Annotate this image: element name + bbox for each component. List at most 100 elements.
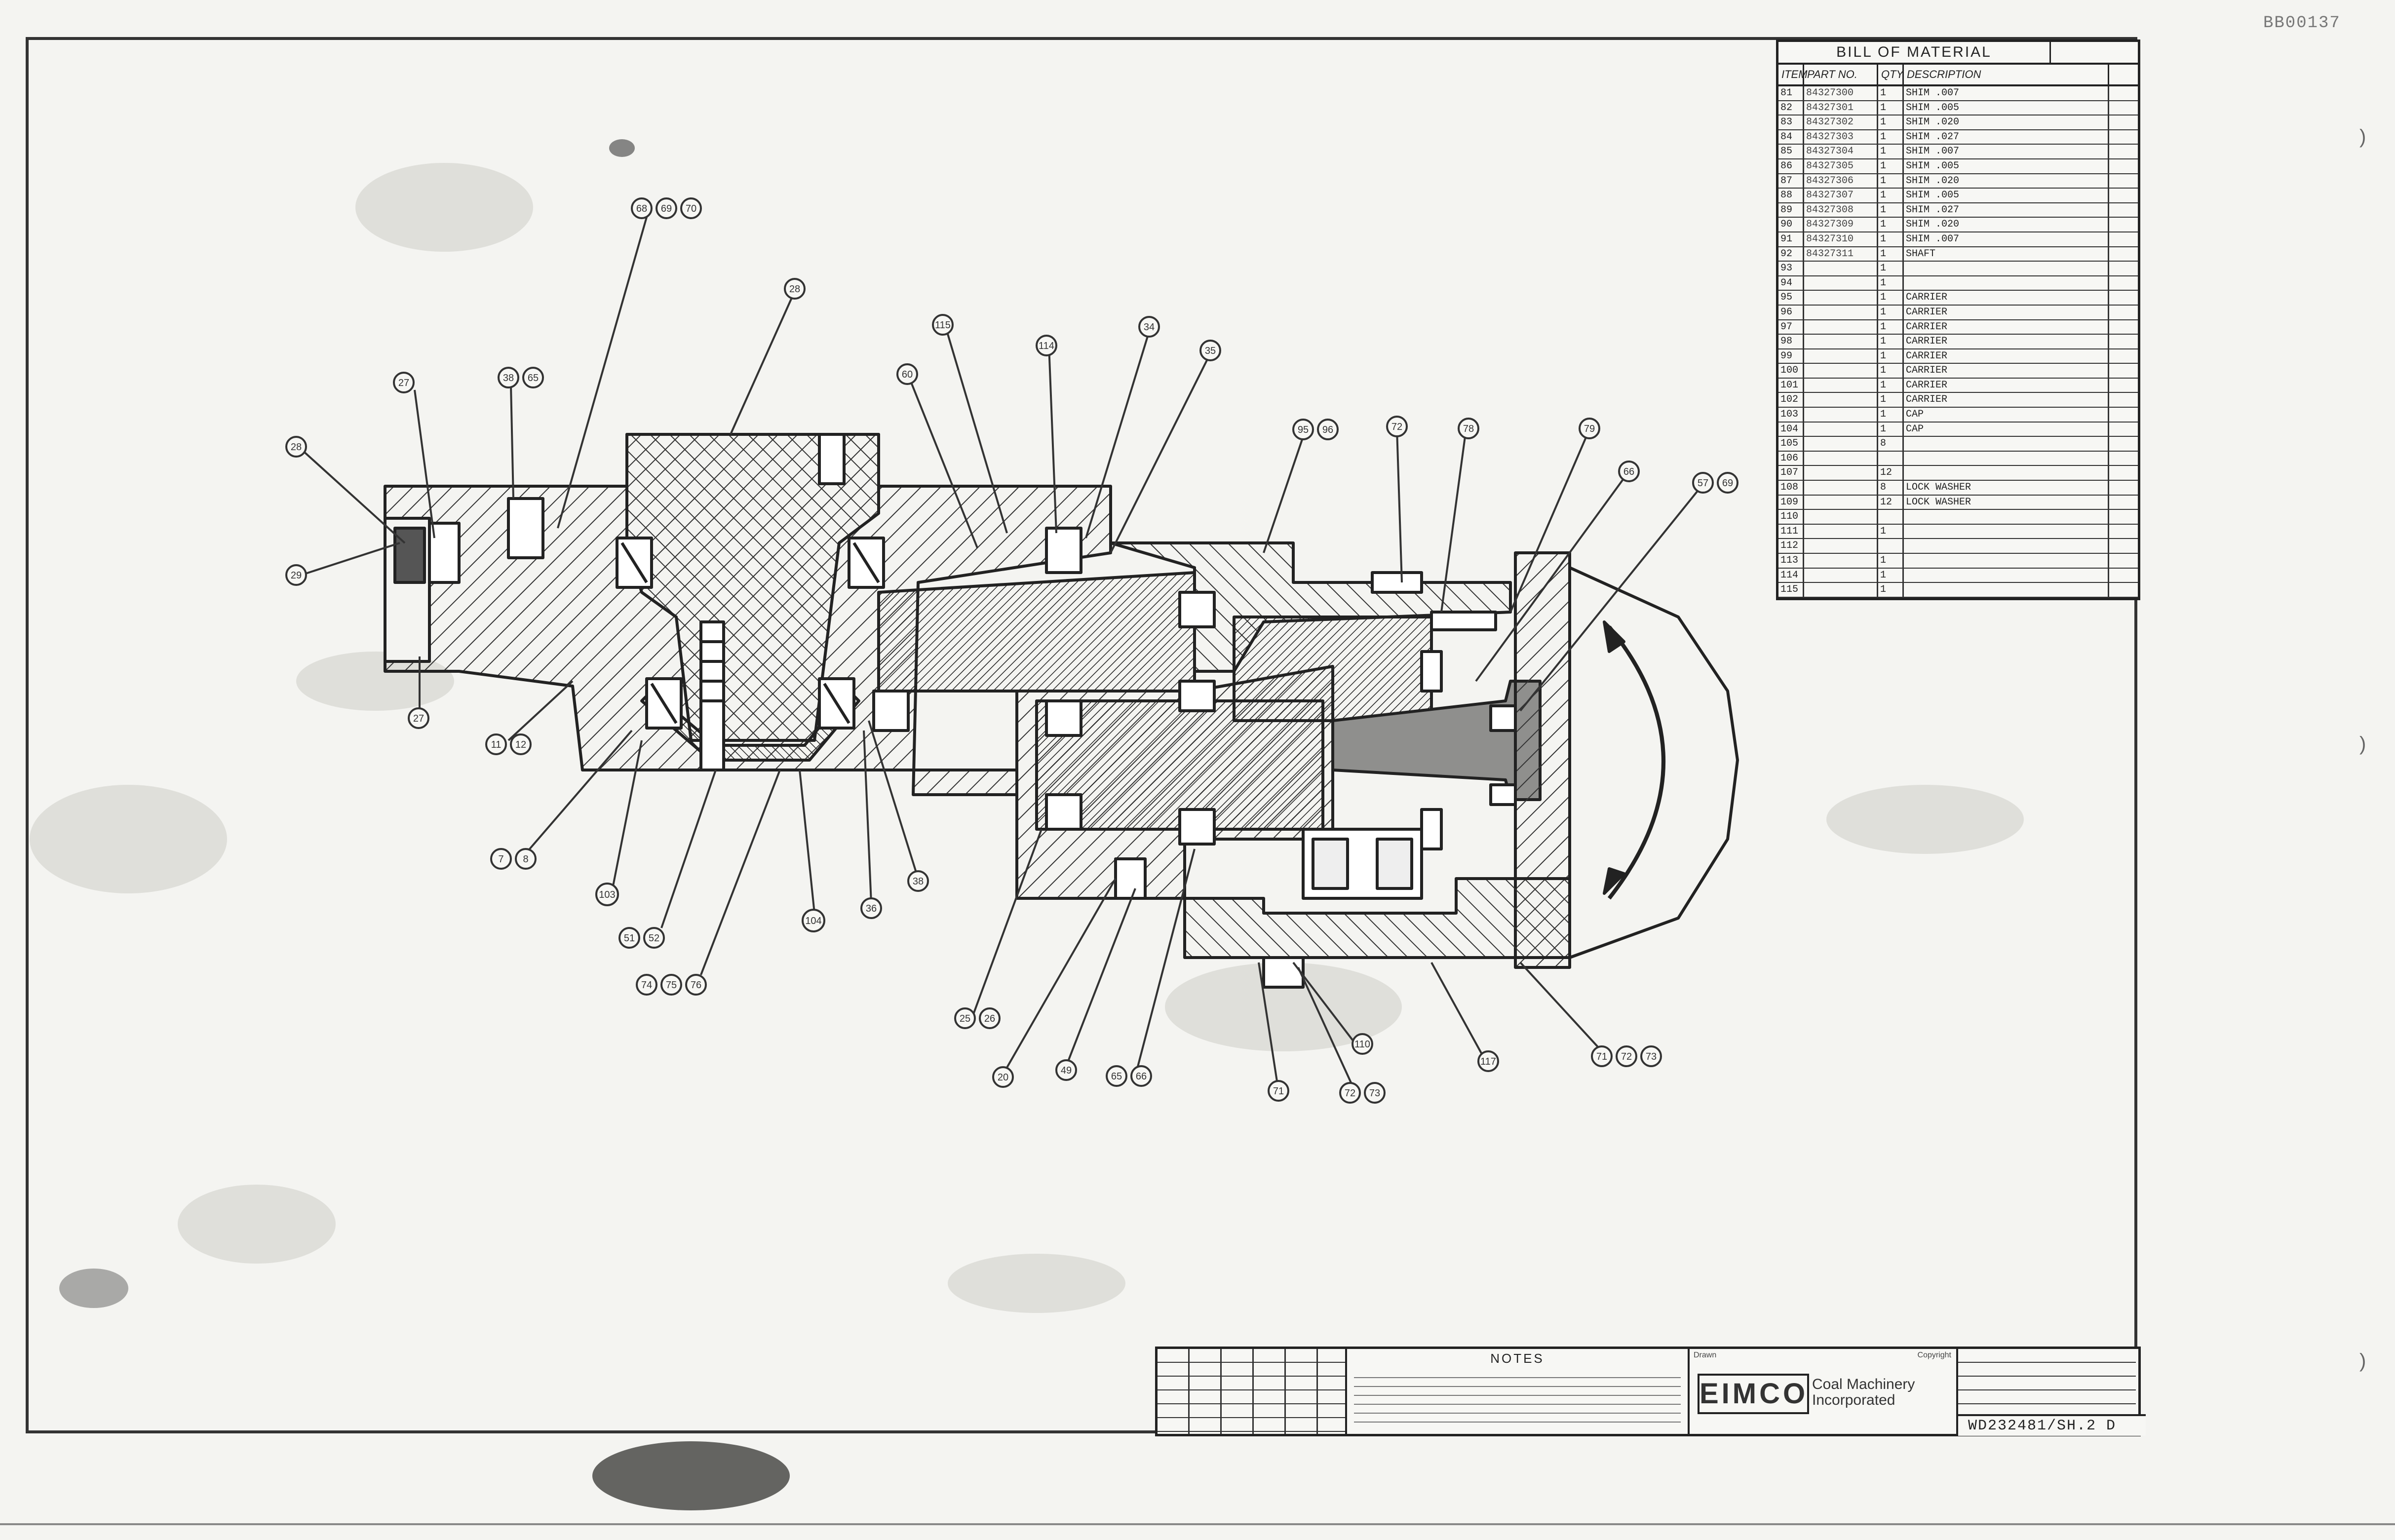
bom-title: BILL OF MATERIAL [1836, 44, 1992, 60]
bom-cell-item: 81 [1778, 86, 1804, 100]
bom-cell-item: 103 [1778, 408, 1804, 422]
callout-balloon: 34 [1138, 316, 1160, 338]
svg-text:65: 65 [1111, 1071, 1122, 1082]
gear-core [1035, 699, 1324, 831]
bom-cell-mark [2109, 101, 2138, 115]
bom-cell-item: 92 [1778, 247, 1804, 261]
callout-balloon: 115 [932, 314, 954, 336]
bom-cell-qty: 1 [1878, 349, 1904, 363]
bearing-5 [1045, 527, 1082, 574]
callout-balloon: 20 [992, 1066, 1014, 1088]
bom-cell-qty: 1 [1878, 218, 1904, 231]
bom-cell-mark [2109, 379, 2138, 392]
bom-cell-item: 115 [1778, 583, 1804, 597]
svg-text:79: 79 [1584, 424, 1595, 434]
bom-cell-qty: 1 [1878, 174, 1904, 188]
svg-text:66: 66 [1136, 1071, 1147, 1082]
bom-cell-mark [2109, 203, 2138, 217]
svg-text:72: 72 [1345, 1088, 1355, 1099]
bom-cell-item: 86 [1778, 159, 1804, 173]
bom-cell-description: SHIM .007 [1904, 232, 2109, 246]
bom-cell-description: CARRIER [1904, 349, 2109, 363]
dark-smudge [609, 139, 635, 157]
bom-cell-part [1804, 539, 1878, 553]
svg-text:11: 11 [491, 739, 502, 750]
bom-cell-mark [2109, 437, 2138, 451]
svg-text:76: 76 [691, 980, 701, 991]
bom-cell-item: 87 [1778, 174, 1804, 188]
margin-mark: ) [2359, 126, 2366, 148]
bom-cell-qty: 1 [1878, 116, 1904, 129]
bom-cell-mark [2109, 276, 2138, 290]
table-row: 112 [1778, 539, 2138, 554]
callout-balloon: 38 [907, 870, 929, 892]
bearing-8 [1045, 793, 1082, 831]
svg-text:25: 25 [960, 1013, 970, 1024]
svg-text:38: 38 [913, 876, 924, 887]
callout-balloon: 27 [393, 372, 415, 393]
bom-cell-item: 98 [1778, 335, 1804, 348]
margin-mark: ) [2359, 733, 2366, 755]
bom-cell-description [1904, 466, 2109, 480]
spring-mid [1114, 857, 1147, 900]
bolt-right-top [1371, 571, 1423, 594]
bom-cell-description: SHIM .027 [1904, 203, 2109, 217]
svg-text:8: 8 [523, 854, 528, 865]
bom-cell-part [1804, 481, 1878, 495]
drawing-number: WD232481/SH.2 D [1958, 1414, 2146, 1436]
bom-cell-description: CAP [1904, 408, 2109, 422]
bom-cell-description [1904, 568, 2109, 582]
bom-cell-item: 104 [1778, 422, 1804, 436]
bom-cell-part [1804, 276, 1878, 290]
main-shaft [877, 571, 1196, 693]
svg-text:12: 12 [515, 739, 526, 750]
svg-text:72: 72 [1391, 422, 1402, 432]
center-bolt [699, 620, 725, 771]
bom-cell-part [1804, 378, 1878, 392]
bom-cell-part: 84327302 [1804, 116, 1878, 129]
callout-balloon: 79 [1579, 418, 1600, 439]
bom-cell-item: 99 [1778, 349, 1804, 363]
callout-balloon: 49 [1055, 1059, 1077, 1081]
bom-cell-item: 88 [1778, 189, 1804, 202]
callout-balloon: 27 [408, 707, 429, 729]
bom-cell-part [1804, 305, 1878, 319]
bom-cell-mark [2109, 583, 2138, 597]
bom-header: ITEM PART NO. QTY DESCRIPTION [1778, 65, 2138, 86]
bom-cell-description: SHIM .005 [1904, 189, 2109, 202]
bom-cell-mark [2109, 539, 2138, 553]
bom-cell-part: 84327305 [1804, 159, 1878, 173]
bom-cell-item: 112 [1778, 539, 1804, 553]
bom-cell-item: 94 [1778, 276, 1804, 290]
bom-cell-item: 85 [1778, 145, 1804, 158]
notes-text [1354, 1369, 1681, 1428]
drawn-label: Drawn [1694, 1351, 1717, 1359]
svg-text:57: 57 [1698, 478, 1708, 489]
bom-cell-qty: 1 [1878, 276, 1904, 290]
bom-cell-part [1804, 262, 1878, 275]
bom-cell-description: SHIM .020 [1904, 218, 2109, 231]
bom-cell-part [1804, 349, 1878, 363]
bom-cell-part [1804, 291, 1878, 305]
bom-revision-note [2049, 42, 2138, 63]
bom-cell-mark [2109, 525, 2138, 539]
company-line-1: Coal Machinery [1812, 1376, 1915, 1392]
bom-cell-item: 84 [1778, 130, 1804, 144]
bom-cell-mark [2109, 306, 2138, 319]
bom-cell-item: 100 [1778, 364, 1804, 378]
bom-cell-qty [1878, 510, 1904, 524]
bom-cell-mark [2109, 320, 2138, 334]
margin-mark: ) [2359, 1350, 2366, 1372]
bom-cell-qty: 12 [1878, 466, 1904, 480]
bom-cell-mark [2109, 218, 2138, 231]
bom-cell-part [1804, 568, 1878, 582]
